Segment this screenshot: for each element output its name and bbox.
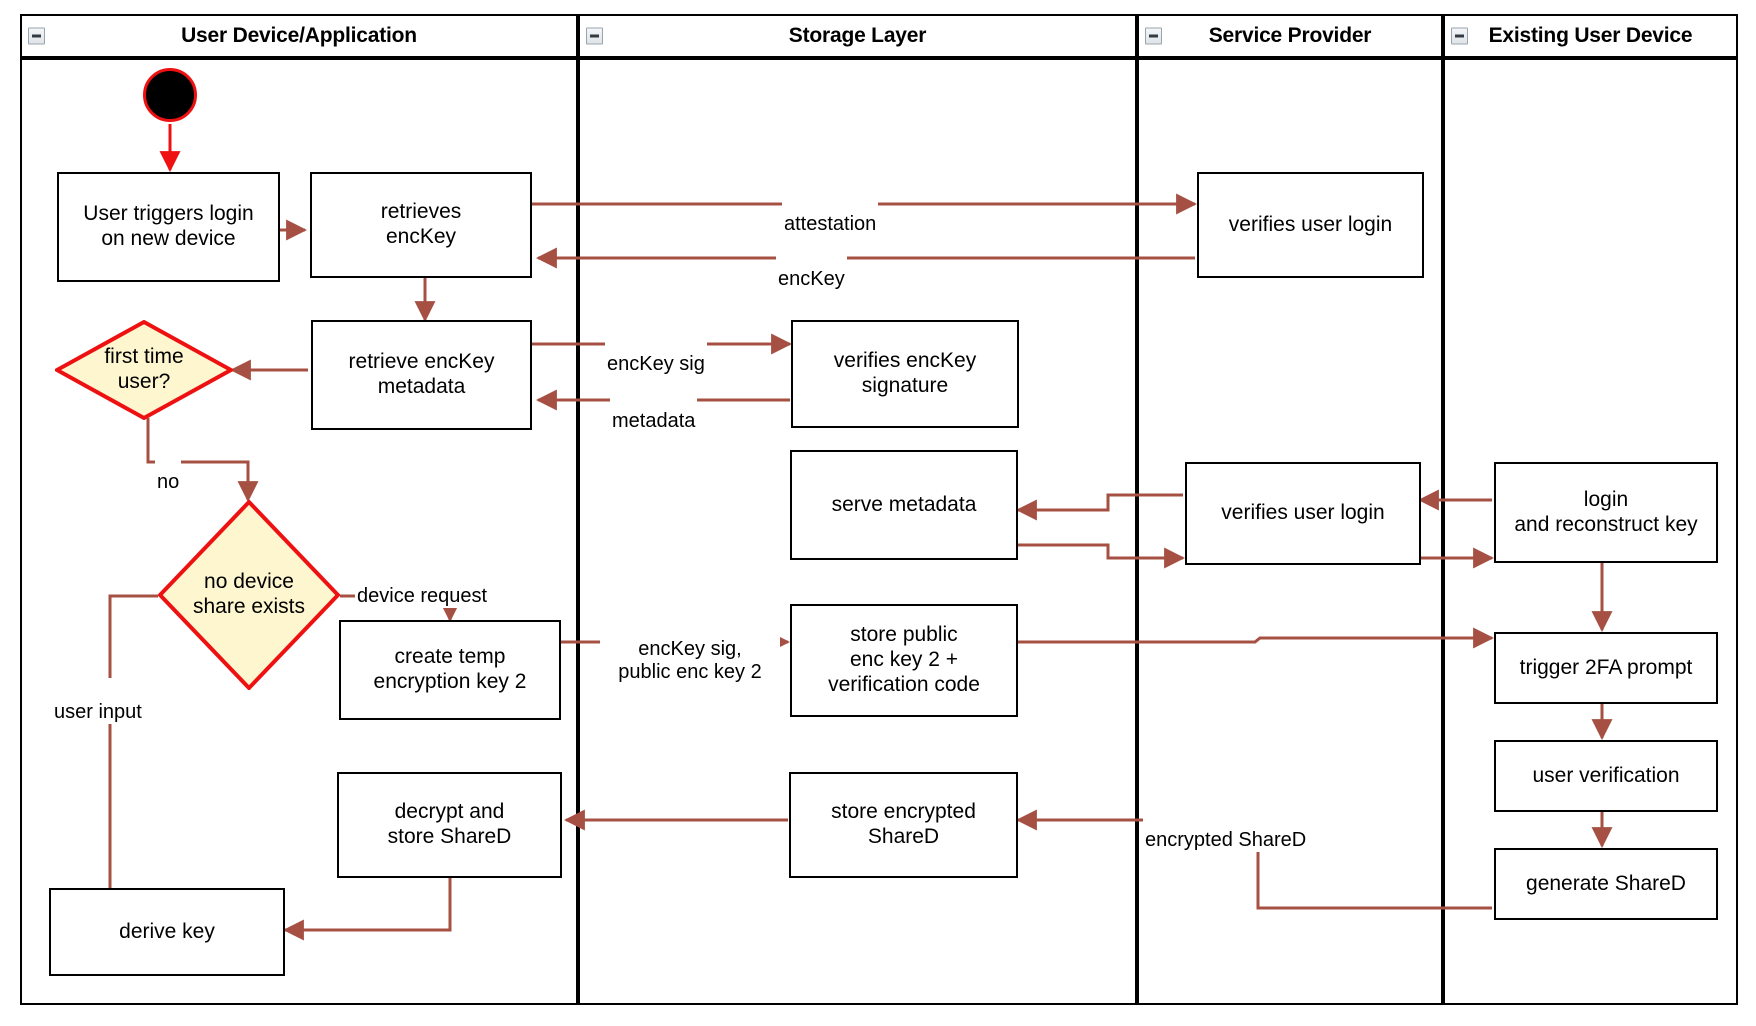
edge-label-encrypted-shared: encrypted ShareD (1143, 806, 1309, 852)
node-label: verifies user login (1228, 212, 1393, 236)
lane-body-service-provider (1137, 58, 1443, 1005)
edge-label-enckey-sig-public-enc-key-2: encKey sig, public enc key 2 (600, 615, 780, 684)
node-label: verifies user login (1221, 501, 1385, 525)
node-generate-shared[interactable]: generate ShareD (1494, 848, 1718, 920)
node-create-temp-encryption-key[interactable]: create temp encryption key 2 (339, 620, 561, 720)
node-trigger-2fa-prompt[interactable]: trigger 2FA prompt (1494, 632, 1718, 704)
edge-label-user-input: user input (52, 678, 144, 724)
edge-label-enckey: encKey (776, 245, 847, 291)
node-label: create temp encryption key 2 (373, 645, 527, 693)
decision-no-device-share-exists[interactable]: no device share exists (158, 500, 340, 690)
node-retrieves-enckey[interactable]: retrieves encKey (310, 172, 532, 278)
lane-title: Storage Layer (788, 24, 927, 47)
node-label: login and reconstruct key (1514, 487, 1698, 536)
node-store-public-enc-key-2[interactable]: store public enc key 2 + verification co… (790, 604, 1018, 717)
edge-label-enckey-sig: encKey sig (605, 330, 707, 376)
lane-header-service-provider[interactable]: Service Provider (1137, 14, 1443, 58)
node-label: generate ShareD (1526, 871, 1686, 895)
node-verifies-user-login-1[interactable]: verifies user login (1197, 172, 1424, 278)
node-serve-metadata[interactable]: serve metadata (790, 450, 1018, 560)
node-user-triggers-login[interactable]: User triggers login on new device (57, 172, 280, 282)
diamond-outline (158, 500, 340, 690)
lane-header-existing-device[interactable]: Existing User Device (1443, 14, 1738, 58)
diamond-outline (55, 320, 233, 420)
decision-first-time-user[interactable]: first time user? (55, 320, 233, 420)
collapse-minus-icon[interactable] (28, 27, 45, 45)
node-retrieve-enckey-metadata[interactable]: retrieve encKey metadata (311, 320, 532, 430)
edge-label-no: no (155, 448, 182, 494)
node-label: User triggers login on new device (83, 202, 254, 250)
lane-body-existing-device (1443, 58, 1738, 1005)
node-label: serve metadata (831, 492, 977, 516)
node-label: retrieves encKey (380, 200, 462, 248)
node-label: trigger 2FA prompt (1519, 655, 1693, 679)
node-user-verification[interactable]: user verification (1494, 740, 1718, 812)
node-store-encrypted-shared[interactable]: store encrypted ShareD (789, 772, 1018, 878)
node-label: derive key (119, 919, 215, 943)
node-login-and-reconstruct-key[interactable]: login and reconstruct key (1494, 462, 1718, 563)
edge-label-metadata: metadata (610, 387, 698, 433)
node-label: retrieve encKey metadata (348, 350, 495, 398)
lane-body-storage (578, 58, 1137, 1005)
node-label: decrypt and store ShareD (387, 800, 512, 848)
node-label: user verification (1532, 763, 1680, 787)
decision-label: first time user? (104, 345, 184, 393)
node-label: store public enc key 2 + verification co… (828, 623, 980, 696)
lane-body-user-device (20, 58, 578, 1005)
node-derive-key[interactable]: derive key (49, 888, 285, 976)
collapse-minus-icon[interactable] (586, 27, 603, 45)
start-node (143, 68, 197, 122)
node-verifies-enckey-signature[interactable]: verifies encKey signature (791, 320, 1019, 428)
edge-label-attestation: attestation (782, 190, 879, 236)
node-verifies-user-login-2[interactable]: verifies user login (1185, 462, 1421, 565)
lane-header-user-device[interactable]: User Device/Application (20, 14, 578, 58)
node-label: store encrypted ShareD (831, 800, 976, 848)
lane-title: Service Provider (1208, 24, 1372, 47)
edge-label-device-request: device request (355, 562, 490, 608)
collapse-minus-icon[interactable] (1451, 27, 1468, 45)
node-label: verifies encKey signature (833, 349, 977, 397)
collapse-minus-icon[interactable] (1145, 27, 1162, 45)
lane-title: Existing User Device (1488, 24, 1693, 47)
decision-label: no device share exists (192, 570, 306, 618)
lane-title: User Device/Application (181, 24, 417, 47)
node-decrypt-and-store-shared[interactable]: decrypt and store ShareD (337, 772, 562, 878)
lane-header-storage[interactable]: Storage Layer (578, 14, 1137, 58)
